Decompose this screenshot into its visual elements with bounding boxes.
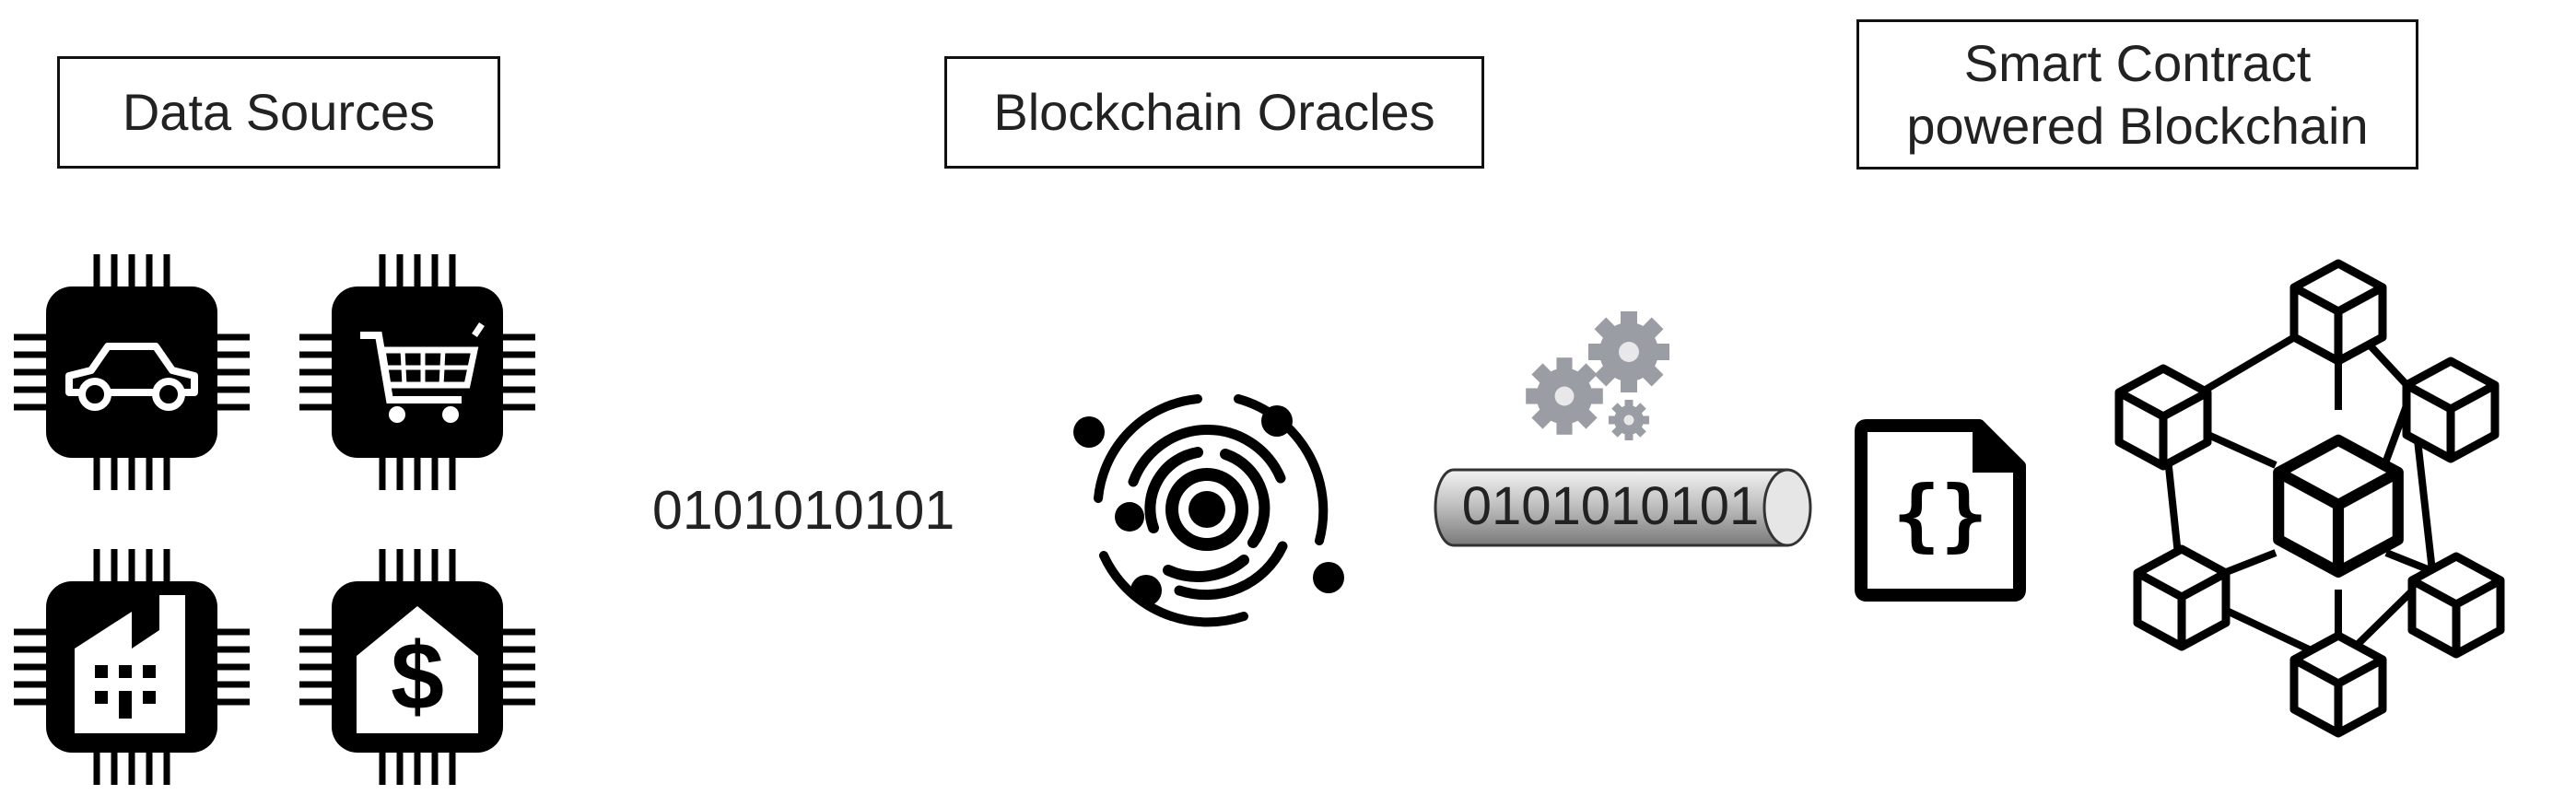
svg-text:{}: {} [1892,469,1988,561]
pipe-icon [1434,468,1812,547]
svg-text:$: $ [391,624,444,731]
smart-contract-label-box: Smart Contract powered Blockchain [1856,19,2418,170]
bank-chip-icon: $ [299,549,535,785]
incoming-binary-text: 0101010101 [652,480,955,541]
shopping-cart-chip-icon [299,254,535,490]
data-sources-label: Data Sources [122,83,436,142]
car-chip-icon [14,254,250,490]
pipe-binary-text: 0101010101 [1461,476,1760,536]
blockchain-oracles-label: Blockchain Oracles [993,83,1435,142]
data-sources-label-box: Data Sources [57,56,500,169]
blockchain-network-icon [2119,263,2500,733]
gears-icon [1526,311,1669,440]
smart-contract-label: Smart Contract powered Blockchain [1906,34,2369,155]
smart-contract-file-icon: {} [1855,419,2026,602]
factory-chip-icon [14,549,250,785]
blockchain-oracles-label-box: Blockchain Oracles [944,56,1484,169]
oracle-target-icon [1073,394,1344,627]
